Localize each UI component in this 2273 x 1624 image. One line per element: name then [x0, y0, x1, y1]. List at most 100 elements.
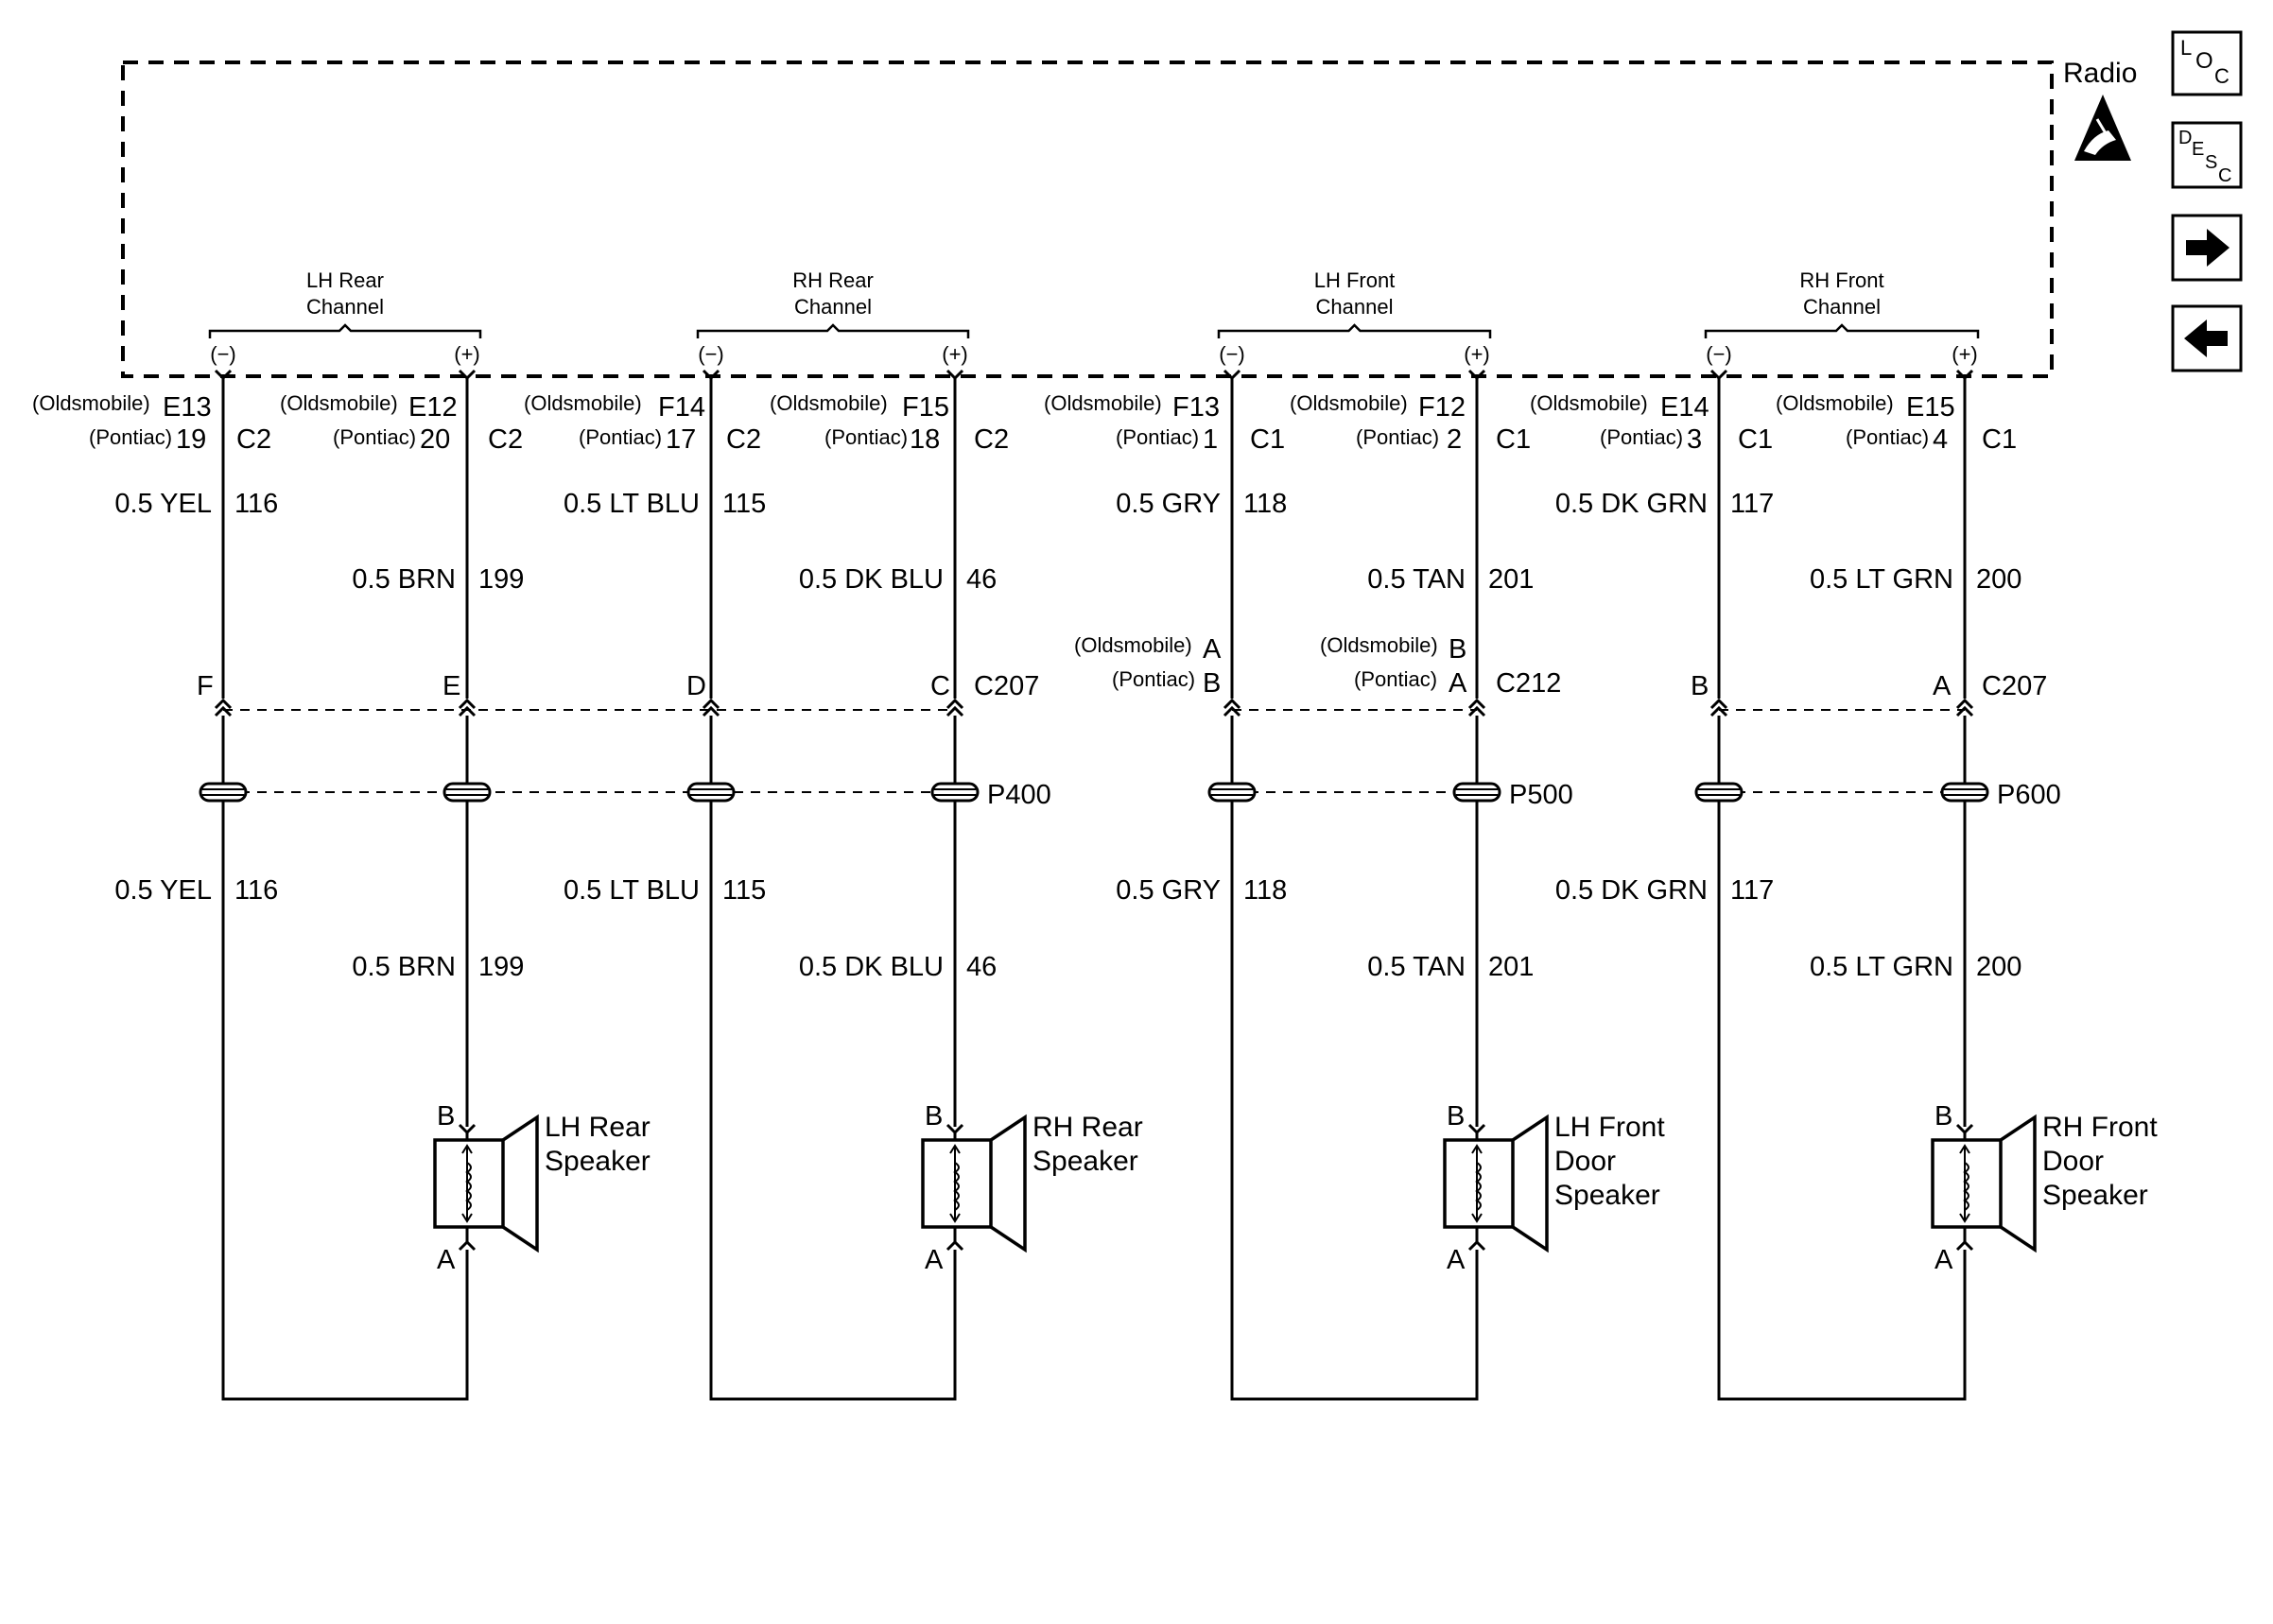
- svg-text:(Pontiac): (Pontiac): [824, 425, 908, 449]
- svg-text:C1: C1: [1250, 424, 1285, 455]
- speaker-name: Speaker: [545, 1146, 651, 1177]
- svg-text:A: A: [1933, 671, 1952, 701]
- inline-connector-labels: F E D C C207 (Oldsmobile) A (Pontiac) B …: [197, 633, 2061, 810]
- speaker-pin-a: A: [925, 1245, 944, 1275]
- esd-warning-icon: [2074, 95, 2131, 161]
- svg-text:C1: C1: [1982, 424, 2017, 455]
- p600-label: P600: [1997, 780, 2061, 810]
- svg-text:0.5 LT BLU: 0.5 LT BLU: [564, 489, 700, 519]
- channel-label: Channel: [794, 295, 872, 319]
- svg-text:0.5 BRN: 0.5 BRN: [352, 952, 456, 982]
- svg-text:0.5 GRY: 0.5 GRY: [1116, 489, 1221, 519]
- channel-bracket: [1704, 323, 1980, 338]
- terminal-labels: (Oldsmobile) E13 (Pontiac) 19 C2 (Oldsmo…: [32, 391, 2017, 455]
- neg-terminal-label: (−): [1706, 342, 1732, 366]
- inline-connector-mark: [946, 698, 964, 710]
- arrow-left-icon: [2184, 320, 2228, 357]
- speaker-name: LH Front: [1554, 1112, 1665, 1143]
- channel-label: RH Rear: [792, 268, 874, 292]
- speaker-cone: [2000, 1114, 2037, 1253]
- svg-text:F14: F14: [658, 392, 705, 423]
- svg-text:(Pontiac): (Pontiac): [1112, 667, 1195, 691]
- svg-text:115: 115: [722, 489, 766, 519]
- grommet-mark: [1207, 782, 1257, 803]
- inline-connector-mark: [1709, 698, 1728, 710]
- desc-button[interactable]: D E S C: [2171, 121, 2243, 189]
- svg-text:C2: C2: [974, 424, 1009, 455]
- arrow-right-icon: [2186, 229, 2230, 267]
- speaker-cone: [990, 1114, 1027, 1253]
- svg-text:C2: C2: [488, 424, 523, 455]
- coil-mark: [465, 1162, 472, 1211]
- speaker-name: Speaker: [1554, 1180, 1660, 1211]
- grommet-mark: [199, 782, 248, 803]
- svg-text:C1: C1: [1496, 424, 1531, 455]
- svg-text:(Pontiac): (Pontiac): [1354, 667, 1437, 691]
- svg-text:(Oldsmobile): (Oldsmobile): [1290, 391, 1408, 415]
- svg-text:0.5 DK BLU: 0.5 DK BLU: [799, 564, 944, 595]
- wire-116: [199, 369, 248, 1399]
- svg-text:118: 118: [1243, 875, 1287, 906]
- svg-text:17: 17: [666, 424, 696, 455]
- svg-text:0.5 DK GRN: 0.5 DK GRN: [1555, 875, 1708, 906]
- svg-text:(Oldsmobile): (Oldsmobile): [280, 391, 398, 415]
- svg-text:201: 201: [1488, 952, 1534, 982]
- svg-text:0.5 LT GRN: 0.5 LT GRN: [1810, 952, 1953, 982]
- grommet-mark: [1452, 782, 1501, 803]
- c212-name: C212: [1496, 668, 1561, 699]
- pos-terminal-label: (+): [1464, 342, 1490, 366]
- coil-mark: [1963, 1162, 1969, 1211]
- loc-button[interactable]: L O C: [2171, 30, 2243, 96]
- svg-text:4: 4: [1933, 424, 1948, 455]
- speaker-name: LH Rear: [545, 1112, 651, 1143]
- speaker-pin-b: B: [1935, 1101, 1952, 1132]
- wire-117: [1694, 369, 1744, 1399]
- p500-label: P500: [1509, 780, 1573, 810]
- svg-text:(Oldsmobile): (Oldsmobile): [32, 391, 150, 415]
- svg-text:118: 118: [1243, 489, 1287, 519]
- inline-connector-mark: [214, 698, 233, 710]
- speaker-cone: [502, 1114, 539, 1253]
- grommet-mark: [930, 782, 980, 803]
- c207-front-name: C207: [1982, 671, 2047, 701]
- neg-terminal-label: (−): [1219, 342, 1245, 366]
- svg-text:B: B: [1449, 634, 1466, 665]
- inline-connector-mark: [1223, 698, 1241, 710]
- channel-bracket: [1217, 323, 1492, 338]
- svg-text:F12: F12: [1418, 392, 1466, 423]
- svg-text:0.5 TAN: 0.5 TAN: [1367, 952, 1466, 982]
- next-page-button[interactable]: [2171, 214, 2243, 282]
- svg-text:S: S: [2205, 152, 2217, 173]
- svg-text:0.5 TAN: 0.5 TAN: [1367, 564, 1466, 595]
- speaker-cone: [1512, 1114, 1549, 1253]
- svg-text:C1: C1: [1738, 424, 1773, 455]
- wire-200: [1940, 369, 1989, 1399]
- svg-text:46: 46: [966, 564, 997, 595]
- inline-connector-mark: [1467, 698, 1486, 710]
- coil-mark: [953, 1162, 960, 1211]
- svg-text:116: 116: [234, 489, 278, 519]
- pos-terminal-label: (+): [942, 342, 968, 366]
- svg-text:(Oldsmobile): (Oldsmobile): [1320, 633, 1438, 657]
- speaker-name: Speaker: [2042, 1180, 2148, 1211]
- svg-text:O: O: [2195, 48, 2213, 74]
- radio-label: Radio: [2063, 58, 2137, 89]
- channel-label: LH Rear: [306, 268, 384, 292]
- svg-text:0.5 DK GRN: 0.5 DK GRN: [1555, 489, 1708, 519]
- prev-page-button[interactable]: [2171, 304, 2243, 372]
- svg-text:18: 18: [910, 424, 940, 455]
- svg-text:(Oldsmobile): (Oldsmobile): [524, 391, 642, 415]
- svg-text:116: 116: [234, 875, 278, 906]
- svg-text:2: 2: [1447, 424, 1462, 455]
- speaker-body: [433, 1138, 505, 1229]
- svg-text:C: C: [930, 671, 950, 701]
- svg-text:B: B: [1203, 668, 1221, 699]
- coil-mark: [1475, 1162, 1482, 1211]
- speaker-name: Door: [1554, 1146, 1616, 1177]
